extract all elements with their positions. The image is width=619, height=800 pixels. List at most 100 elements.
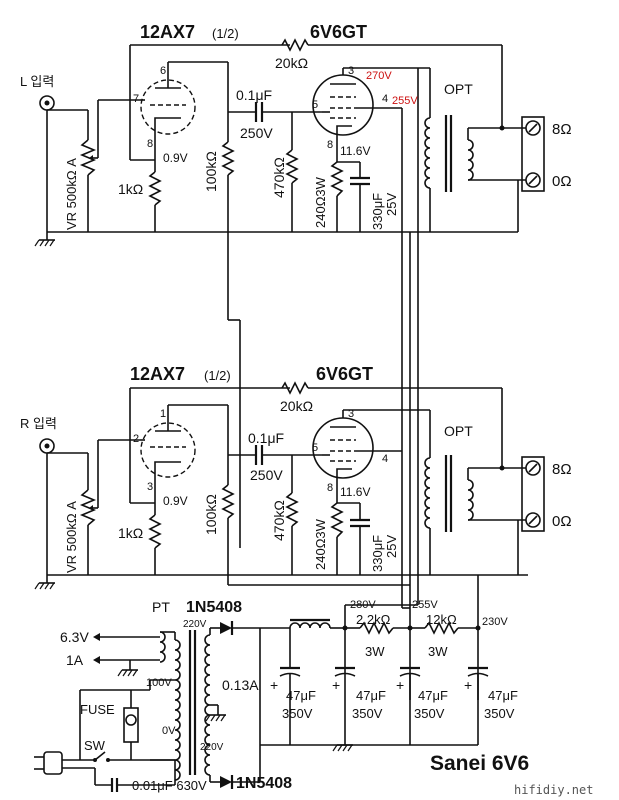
pt-label: PT xyxy=(152,599,170,615)
filter-cap-3 xyxy=(399,666,421,745)
cap-line-label: 0.01μF 630V xyxy=(132,778,207,793)
right-tube1-half: (1/2) xyxy=(204,368,231,383)
left-cathode-c2-v-label: 25V xyxy=(384,193,399,216)
left-grid-r2-label: 470kΩ xyxy=(271,157,287,198)
right-cathode-c2-v-label: 25V xyxy=(384,535,399,558)
dropping-resistor-1 xyxy=(359,621,394,635)
right-pin-grid2-6v6: 5 xyxy=(312,442,318,454)
left-plate-r1-label: 100kΩ xyxy=(203,151,219,192)
right-cathode-resistor-2 xyxy=(330,502,344,538)
right-vr-label: VR 500kΩ A xyxy=(64,501,79,573)
pri-100-label: 100V xyxy=(146,677,172,689)
right-volume-pot xyxy=(79,489,97,526)
left-cathode-r1-label: 1kΩ xyxy=(118,181,143,197)
left-cathode-c2-label: 330μF xyxy=(370,193,385,230)
right-12ax7-tube xyxy=(140,422,196,480)
plus-sign-1: + xyxy=(270,677,278,693)
power-transformer xyxy=(174,630,211,781)
left-6v6gt-tube xyxy=(312,74,374,136)
right-channel xyxy=(34,68,545,608)
left-out-8: 8Ω xyxy=(552,121,572,138)
filter-cap-4-label: 47μF xyxy=(488,688,518,703)
right-pin-plate1: 1 xyxy=(160,408,166,420)
left-pin-screen2: 4 xyxy=(382,93,388,105)
left-12ax7-tube xyxy=(140,79,196,136)
right-pin-grid2: 2 xyxy=(133,433,139,445)
mains-plug-icon xyxy=(34,751,63,775)
heater-v-label: 6.3V xyxy=(60,629,89,645)
right-grid-r2-label: 470kΩ xyxy=(271,500,287,541)
dropping-resistor-2 xyxy=(424,621,459,635)
filter-cap-1-v: 350V xyxy=(282,706,313,721)
left-opt-label: OPT xyxy=(444,81,473,97)
left-pin-plate1: 6 xyxy=(160,65,166,77)
right-v-cathode2: 11.6V xyxy=(340,485,370,499)
left-coupling-v-label: 250V xyxy=(240,125,273,141)
left-v-cathode1: 0.9V xyxy=(163,151,188,165)
power-switch xyxy=(94,751,106,761)
filter-cap-3-label: 47μF xyxy=(418,688,448,703)
left-pin-cathode1: 8 xyxy=(147,138,153,150)
left-cathode-r2-label: 240Ω3W xyxy=(313,176,328,228)
r-drop2-w-label: 3W xyxy=(428,644,448,659)
plus-sign-2: + xyxy=(332,677,340,693)
left-tube1-label: 12AX7 xyxy=(140,22,195,42)
filter-cap-4 xyxy=(467,666,489,745)
filter-cap-2-label: 47μF xyxy=(356,688,386,703)
left-v-cathode2: 11.6V xyxy=(340,144,370,158)
right-pin-screen2: 4 xyxy=(382,453,388,465)
left-pin-cathode2: 8 xyxy=(327,139,333,151)
filter-cap-2 xyxy=(334,666,356,677)
left-v-screen: 255V xyxy=(392,95,418,107)
left-v-plate: 270V xyxy=(366,70,392,82)
right-input-label: R 입력 xyxy=(20,416,57,431)
right-6v6gt-tube xyxy=(312,417,374,479)
right-cathode-resistor xyxy=(148,514,162,549)
left-grid-resistor xyxy=(285,149,299,184)
right-output-transformer xyxy=(424,455,474,532)
right-pin-plate2: 3 xyxy=(348,408,354,420)
rectifier-diode-top xyxy=(220,622,232,634)
rectifier-top-label: 1N5408 xyxy=(186,599,242,616)
left-cathode-resistor-2 xyxy=(330,161,344,197)
left-volume-pot xyxy=(79,139,97,176)
power-supply xyxy=(34,575,489,792)
r-drop1-label: 2.2kΩ xyxy=(356,612,391,627)
sec-current-label: 0.13A xyxy=(222,677,259,693)
heater-a-label: 1A xyxy=(66,652,84,668)
right-v-cathode1: 0.9V xyxy=(163,494,188,508)
right-cathode-c2-label: 330μF xyxy=(370,535,385,572)
fuse-label: FUSE xyxy=(80,702,115,717)
sec-top-label: 220V xyxy=(183,619,207,630)
sec-bottom-label: 220V xyxy=(200,742,224,753)
node-255-label: 255V xyxy=(412,599,438,611)
right-coupling-v-label: 250V xyxy=(250,467,283,483)
filter-cap-3-v: 350V xyxy=(414,706,445,721)
left-pin-grid1: 7 xyxy=(133,93,139,105)
right-tube1-label: 12AX7 xyxy=(130,364,185,384)
choke-inductor xyxy=(289,618,331,629)
right-coupling-c-label: 0.1μF xyxy=(248,430,284,446)
left-tube1-half: (1/2) xyxy=(212,26,239,41)
right-plate-resistor xyxy=(221,484,235,519)
right-tube2-label: 6V6GT xyxy=(316,364,373,384)
left-pin-plate2: 3 xyxy=(348,65,354,77)
left-cathode-resistor xyxy=(148,171,162,206)
plus-sign-3: + xyxy=(396,677,404,693)
r-drop2-label: 12kΩ xyxy=(426,612,457,627)
right-opt-label: OPT xyxy=(444,423,473,439)
sw-label: SW xyxy=(84,738,106,753)
left-out-0: 0Ω xyxy=(552,173,572,190)
right-feedback-resistor xyxy=(281,381,309,395)
filter-cap-1-label: 47μF xyxy=(286,688,316,703)
left-pin-grid2: 5 xyxy=(312,99,318,111)
right-grid-resistor xyxy=(285,492,299,527)
rectifier-diode-bottom xyxy=(220,776,232,788)
left-tube2-label: 6V6GT xyxy=(310,22,367,42)
left-vr-label: VR 500kΩ A xyxy=(64,158,79,230)
left-input-jack-icon xyxy=(39,95,55,111)
left-feedback-r-label: 20kΩ xyxy=(275,55,308,71)
left-output-transformer xyxy=(424,115,474,192)
plus-sign-4: + xyxy=(464,677,472,693)
